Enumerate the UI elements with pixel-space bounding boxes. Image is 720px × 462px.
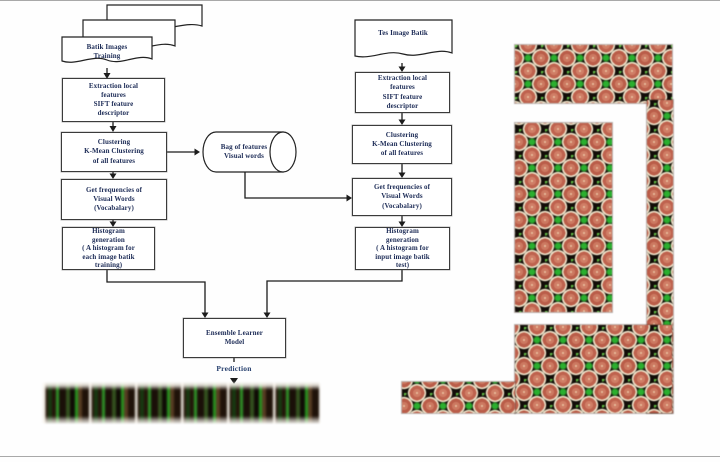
box-extraction-test: Extraction local features SIFT feature d… <box>355 72 450 113</box>
bag-of-features-label: Bag of features Visual words <box>220 142 268 160</box>
bag-cylinder-body <box>202 131 284 173</box>
arrowhead <box>194 148 200 156</box>
box-frequencies-training: Get frequencies of Visual Words (Vocabal… <box>61 179 167 220</box>
arrow-histogramtest-to-ensemble <box>266 270 403 313</box>
box-histogram-test: Histogram generation ( A histogram for i… <box>355 227 450 270</box>
page-bottom-rule <box>0 456 720 457</box>
classified-samples-strip <box>43 383 320 423</box>
training-source-label: Batik Images Training <box>86 42 128 60</box>
box-extraction-training: Extraction local features SIFT feature d… <box>62 78 165 122</box>
test-doc <box>354 19 453 58</box>
batik-sample-bottom-block <box>514 324 673 414</box>
arrowhead <box>109 221 117 227</box>
arrowhead-prediction <box>230 378 238 384</box>
arrow-bag-to-frequencies-right <box>244 172 347 199</box>
batik-sample-square <box>514 122 613 313</box>
arrowhead <box>109 126 117 132</box>
batik-sample-bottom-left-extension <box>401 381 516 414</box>
box-clustering-training: Clustering K-Mean Clustering of all feat… <box>61 132 167 172</box>
box-frequencies-test: Get frequencies of Visual Words (Vocabal… <box>352 178 452 216</box>
arrowhead <box>398 119 406 125</box>
box-ensemble-model: Ensemble Learner Model <box>183 318 286 358</box>
training-doc-front <box>61 36 153 63</box>
arrowhead <box>263 312 271 318</box>
arrow-histogramtrain-to-ensemble <box>106 270 206 313</box>
prediction-label: Prediction <box>216 364 252 373</box>
box-clustering-test: Clustering K-Mean Clustering of all feat… <box>352 125 452 164</box>
arrowhead <box>398 221 406 227</box>
test-source-label: Tes Image Batik <box>378 29 428 38</box>
batik-sample-top-strip <box>514 44 673 104</box>
box-histogram-training: Histogram generation ( A histogram for e… <box>62 227 155 270</box>
arrowhead <box>201 312 209 318</box>
bag-cylinder-end <box>269 131 297 173</box>
page-top-rule <box>0 0 720 1</box>
arrowhead <box>398 172 406 178</box>
arrowhead <box>398 66 406 72</box>
arrowhead <box>109 173 117 179</box>
arrowhead <box>103 73 111 79</box>
arrowhead <box>346 194 352 202</box>
